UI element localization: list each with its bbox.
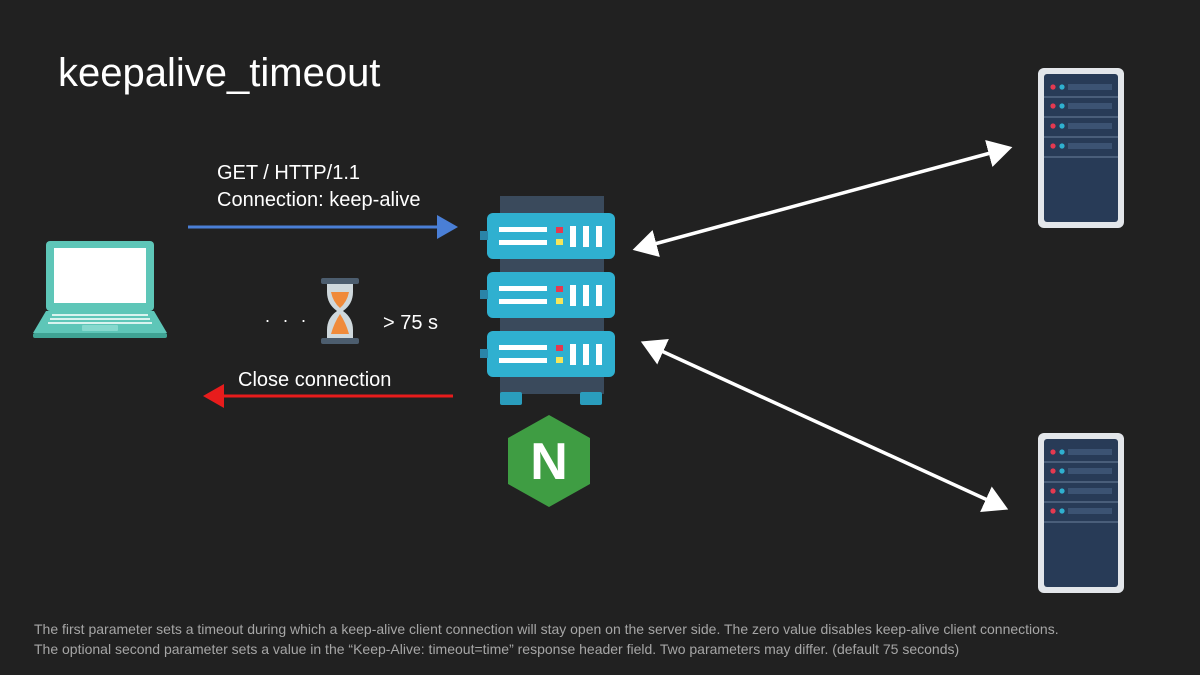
- laptop-icon: [33, 241, 167, 338]
- caption: The first parameter sets a timeout durin…: [34, 619, 1174, 659]
- request-text: GET / HTTP/1.1 Connection: keep-alive: [217, 160, 420, 214]
- upstream-link-top: [632, 139, 1013, 258]
- nginx-logo-letter: N: [530, 433, 568, 491]
- upstream-server-icon: [1038, 433, 1124, 593]
- timeout-label: > 75 s: [383, 312, 439, 334]
- wait-ellipsis: . . .: [265, 306, 311, 326]
- hourglass-icon: [321, 278, 359, 344]
- upstream-link-bottom: [640, 338, 1009, 513]
- rack-unit: [487, 331, 615, 377]
- request-line: Connection: keep-alive: [217, 189, 421, 211]
- rack-unit: [487, 213, 615, 259]
- caption-line: The optional second parameter sets a val…: [34, 641, 960, 657]
- server-rack-icon: [480, 196, 615, 405]
- rack-unit: [487, 272, 615, 318]
- page-title: keepalive_timeout: [58, 51, 381, 95]
- caption-line: The first parameter sets a timeout durin…: [34, 621, 1059, 637]
- upstream-server-icon: [1038, 68, 1124, 228]
- nginx-logo: N: [508, 415, 590, 507]
- close-connection-label: Close connection: [238, 369, 392, 391]
- request-line: GET / HTTP/1.1: [217, 162, 360, 184]
